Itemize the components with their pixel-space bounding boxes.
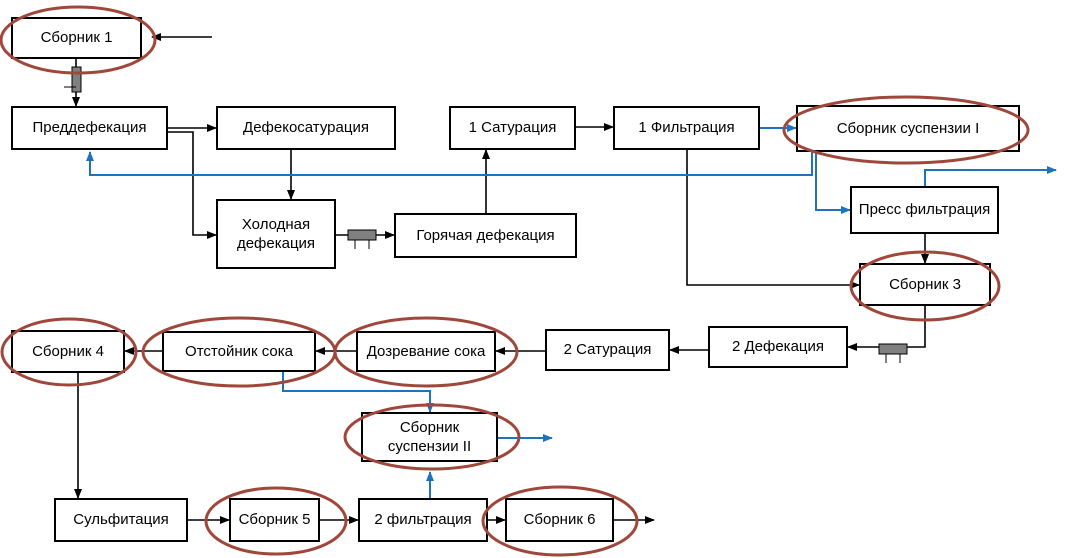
valve-icon xyxy=(347,229,377,249)
recycle-suspenzii-to-preddefekatsiya xyxy=(86,151,813,176)
node-press-filtratsiya: Пресс фильтрация xyxy=(850,186,999,234)
connector-filtratsiya1-sbornik3 xyxy=(686,150,860,289)
node-filtratsiya-1: 1 Фильтрация xyxy=(613,106,760,150)
valve-icon xyxy=(64,66,82,93)
connector-otstoynik-suspenzii2 xyxy=(282,372,434,413)
node-kholodnaya-defekatsiya: Холодная дефекация xyxy=(216,199,336,269)
node-preddefekatsiya: Преддефекация xyxy=(11,106,168,150)
connector-sbornik3-defekatsiya2 xyxy=(847,306,926,351)
node-sbornik-3: Сборник 3 xyxy=(859,263,991,306)
node-sulfitatsiya: Сульфитация xyxy=(54,498,188,542)
node-sbornik-5: Сборник 5 xyxy=(229,498,320,542)
node-sbornik-4: Сборник 4 xyxy=(11,330,125,373)
node-otstoynik-soka: Отстойник сока xyxy=(162,331,316,372)
node-sbornik-suspenzii-1: Сборник суспензии I xyxy=(796,105,1020,152)
valve-icon xyxy=(878,343,908,363)
output-arrow-press xyxy=(924,166,1057,186)
node-defekosaturatsiya: Дефекосатурация xyxy=(216,106,396,150)
connector-suspenzii1-press xyxy=(815,152,851,214)
node-saturatsiya-2: 2 Сатурация xyxy=(545,329,670,371)
node-goryachaya-defekatsiya: Горячая дефекация xyxy=(394,213,577,258)
connector-preddefekatsiya-kholodnaya xyxy=(168,131,217,239)
node-defekatsiya-2: 2 Дефекация xyxy=(708,326,848,368)
node-dozrevanie-soka: Дозревание сока xyxy=(356,331,496,372)
node-sbornik-suspenzii-2: Сборник суспензии II xyxy=(361,412,498,462)
node-filtratsiya-2: 2 фильтрация xyxy=(358,498,488,542)
node-sbornik-1: Сборник 1 xyxy=(11,17,142,59)
node-saturatsiya-1: 1 Сатурация xyxy=(449,106,576,150)
node-sbornik-6: Сборник 6 xyxy=(505,498,614,542)
